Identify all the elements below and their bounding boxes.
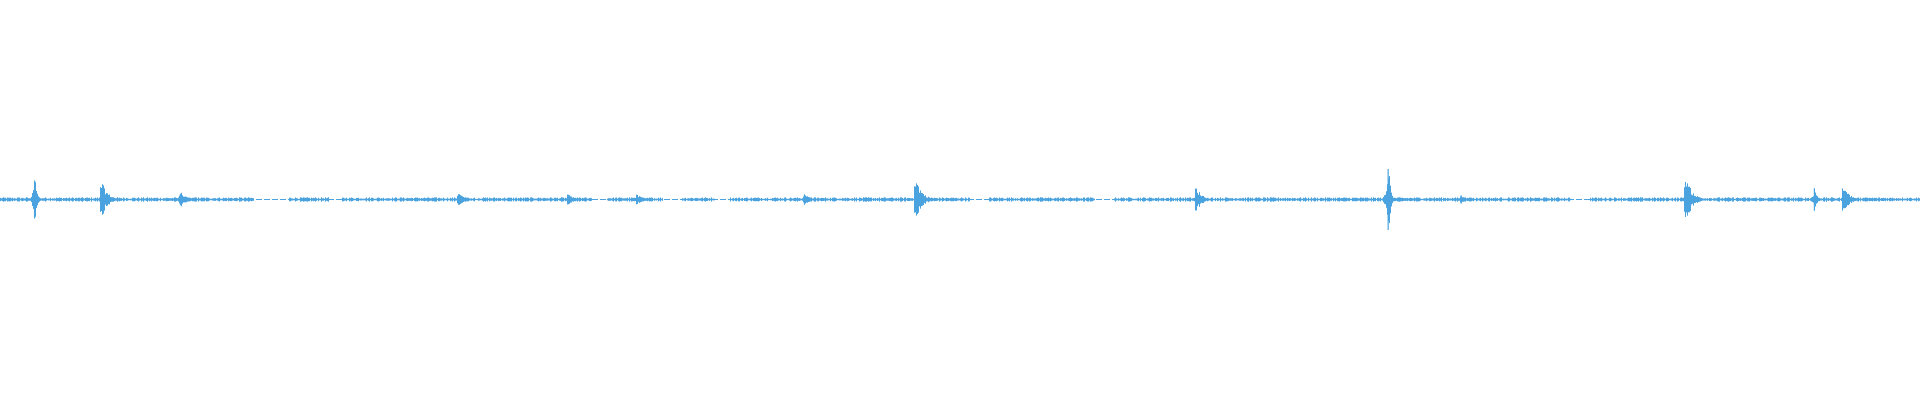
waveform-trace	[0, 168, 1920, 231]
